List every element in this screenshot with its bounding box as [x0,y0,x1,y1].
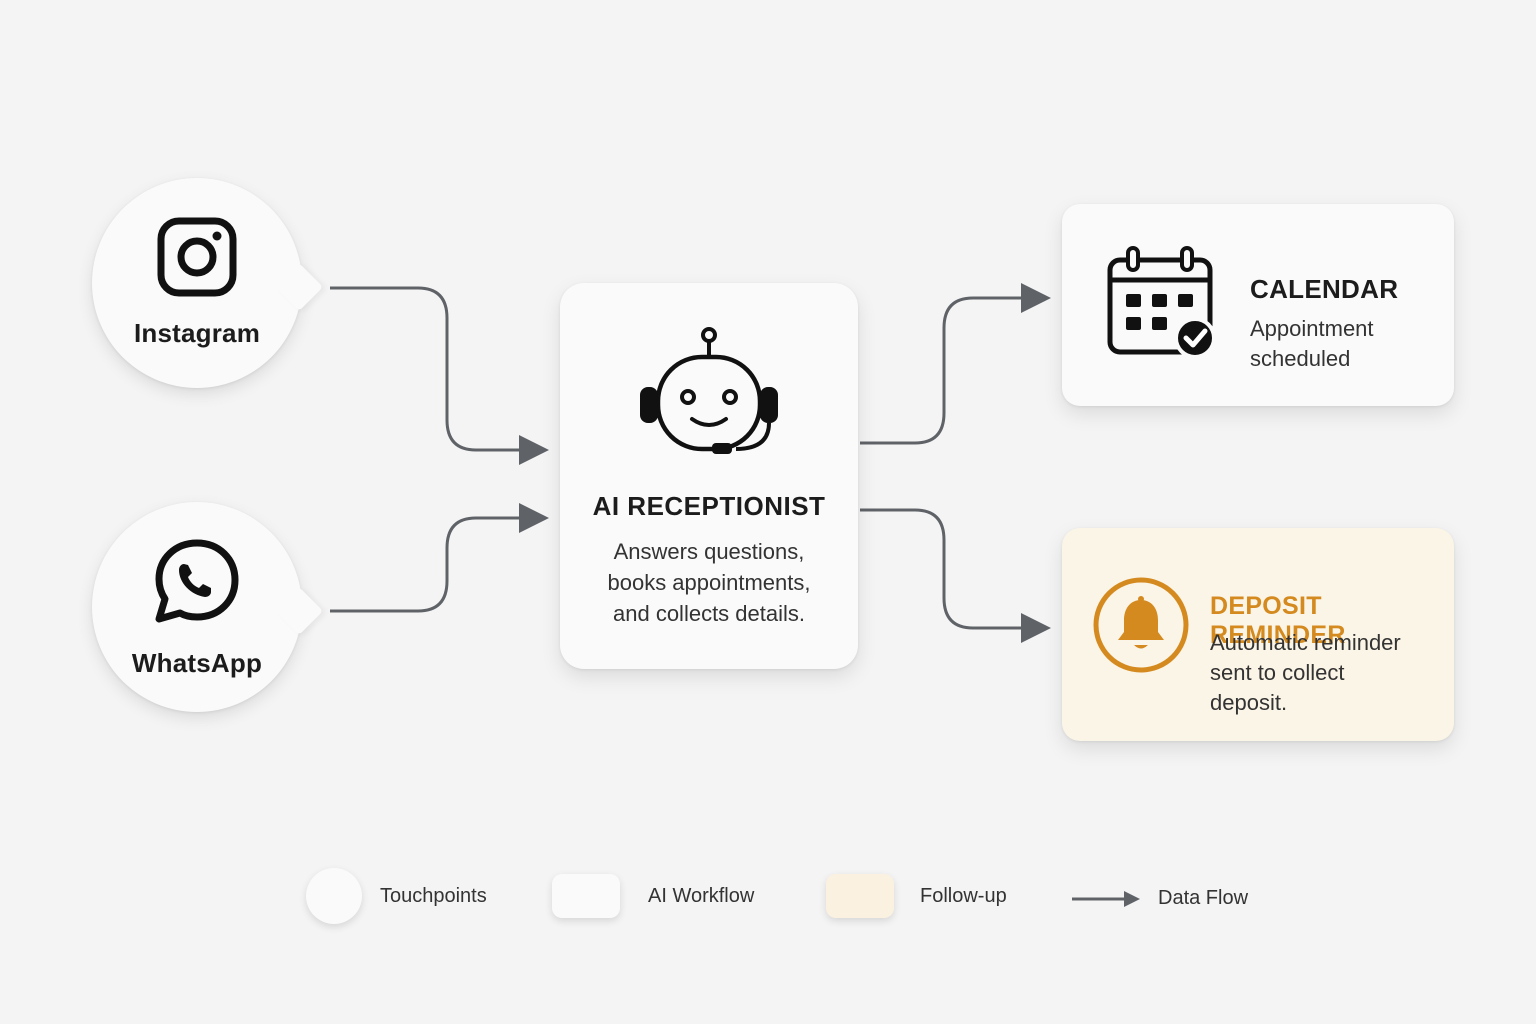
legend-label: Touchpoints [380,884,487,907]
description-line: Automatic reminder [1210,630,1401,655]
touchpoint-instagram[interactable]: Instagram [92,178,324,388]
deposit-reminder-card[interactable]: DEPOSIT REMINDER Automatic reminder sent… [1062,528,1454,741]
arrow-icon [1072,890,1140,907]
legend-touchpoints: Touchpoints [306,868,487,924]
calendar-description: Appointment scheduled [1250,314,1374,374]
touchpoint-label: WhatsApp [131,648,263,678]
description-line: books appointments, [607,570,811,595]
description-line: and collects details. [613,601,805,626]
calendar-title: CALENDAR [1250,274,1399,304]
touchpoint-label: Instagram [133,318,261,348]
legend-ai-workflow: AI Workflow [552,874,754,918]
legend-data-flow: Data Flow [1072,887,1248,910]
legend-swatch [552,874,620,918]
deposit-description: Automatic reminder sent to collect depos… [1210,628,1401,718]
description-line: Appointment [1250,316,1374,341]
calendar-card[interactable]: CALENDAR Appointment scheduled [1062,204,1454,406]
legend-label: Follow-up [920,884,1007,907]
legend-label: AI Workflow [648,884,755,907]
connector-instagram-to-receptionist [330,286,549,465]
deposit-title: DEPOSIT REMINDER [1210,592,1346,649]
connector-receptionist-to-deposit [860,508,1051,643]
whatsapp-icon [151,535,243,632]
legend-follow-up: Follow-up [826,874,1007,918]
ai-receptionist-card[interactable]: AI RECEPTIONIST Answers questions, books… [560,283,858,669]
ai-receptionist-title: AI RECEPTIONIST [592,491,826,521]
description-line: Answers questions, [613,539,805,564]
description-line: deposit. [1210,690,1288,715]
legend-label: Data Flow [1158,887,1249,909]
description-line: sent to collect [1210,660,1345,685]
bell-icon [1092,576,1190,679]
robot-headset-icon [636,327,782,468]
connector-whatsapp-to-receptionist [330,503,549,613]
legend-swatch [826,874,894,918]
connector-receptionist-to-calendar [860,283,1051,445]
legend-swatch [306,868,362,924]
calendar-check-icon [1106,246,1218,363]
ai-receptionist-description: Answers questions, books appointments, a… [607,536,810,629]
instagram-icon [157,217,237,302]
touchpoint-whatsapp[interactable]: WhatsApp [92,502,324,712]
description-line: scheduled [1250,346,1351,371]
